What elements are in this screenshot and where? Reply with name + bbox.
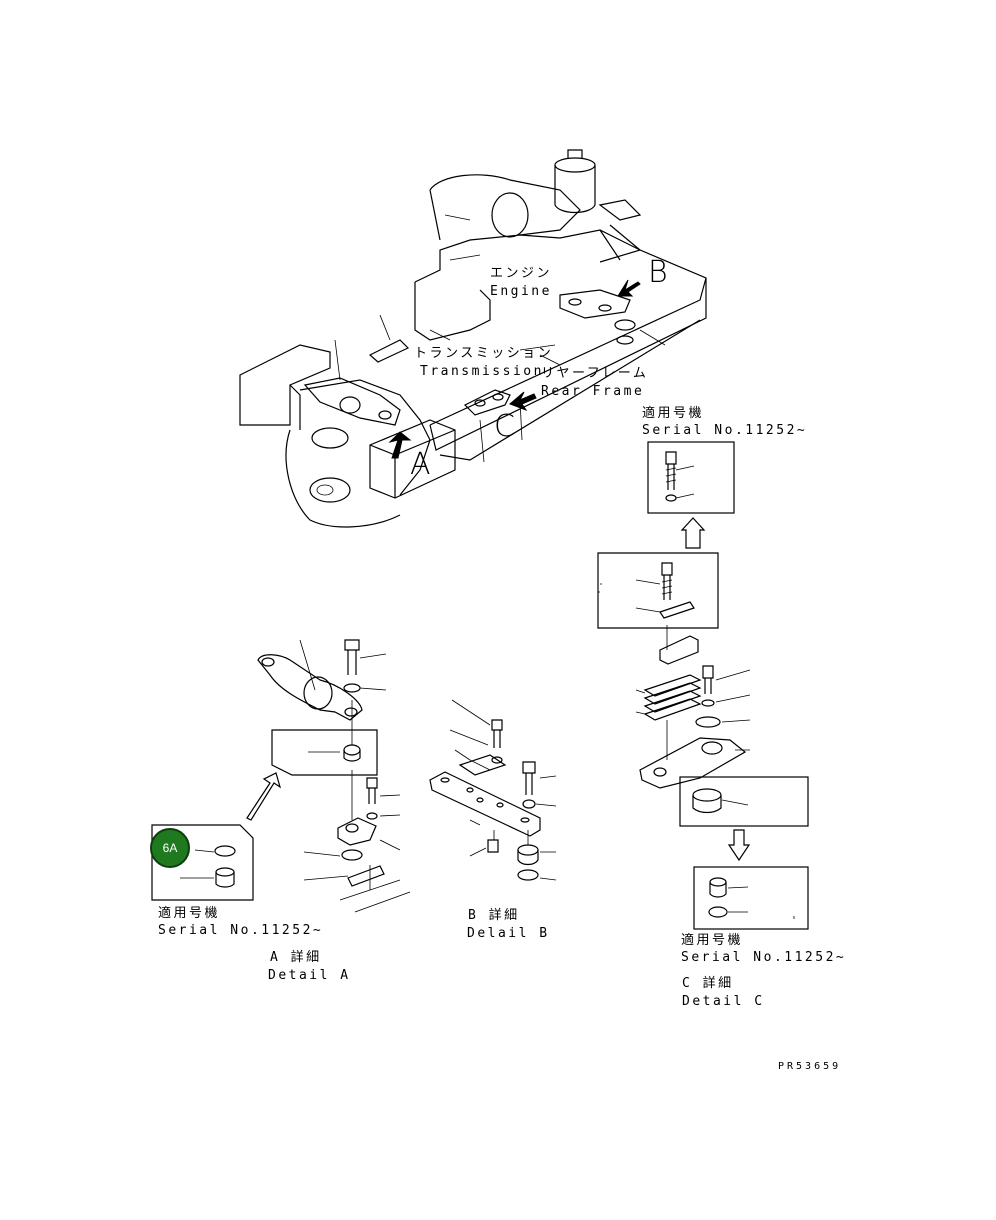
- serial-a-jp: 適用号機: [158, 906, 221, 921]
- transmission-label-en: Transmission: [420, 364, 544, 379]
- main-assembly-illustration: [239, 149, 707, 528]
- callout-c: C: [494, 409, 515, 444]
- detail-a-jp: A 詳細: [270, 950, 322, 965]
- detail-c-jp: C 詳細: [682, 976, 734, 991]
- serial-a-en: Serial No.11252~: [158, 923, 324, 938]
- serial-top-en: Serial No.11252~: [642, 423, 808, 438]
- part-callout-badge[interactable]: 6A: [150, 828, 190, 868]
- serial-c-jp: 適用号機: [681, 933, 744, 948]
- detail-a-illustration: [151, 639, 411, 913]
- serial-c-en: Serial No.11252~: [681, 950, 847, 965]
- engine-label-en: Engine: [490, 284, 552, 299]
- detail-a-en: Detail A: [268, 968, 351, 983]
- detail-b-jp: B 詳細: [468, 908, 520, 923]
- detail-b-illustration: [429, 699, 557, 881]
- drawing-code: PR53659: [778, 1061, 842, 1072]
- rear-frame-label-jp: リヤーフレーム: [541, 366, 649, 381]
- engine-label-jp: エンジン: [490, 266, 553, 281]
- transmission-label-jp: トランスミッション: [414, 346, 554, 361]
- serial-top-jp: 適用号機: [642, 406, 705, 421]
- callout-b: B: [648, 255, 668, 290]
- rear-frame-label-en: Rear Frame: [541, 384, 645, 399]
- c-assembly-upper: [597, 552, 809, 930]
- detail-c-en: Detail C: [682, 994, 765, 1009]
- serial-box-top: [647, 441, 735, 549]
- callout-a: A: [410, 447, 431, 482]
- detail-b-en: Delail B: [467, 926, 550, 941]
